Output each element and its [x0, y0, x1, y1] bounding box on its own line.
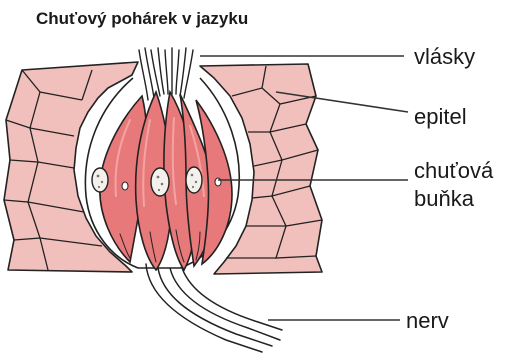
vesicle-1 [122, 182, 128, 190]
nucleus-1 [92, 168, 108, 192]
label-epithelium: epitel [414, 104, 467, 129]
label-taste-cell-line1: chuťová [414, 158, 494, 183]
nucleus-2 [151, 168, 169, 196]
nerve-fibers [146, 264, 282, 352]
label-nerve: nerv [406, 308, 449, 333]
label-hairs: vlásky [414, 44, 475, 69]
diagram-title: Chuťový pohárek v jazyku [36, 9, 248, 28]
nucleus-3 [186, 167, 202, 193]
label-taste-cell-line2: buňka [414, 186, 475, 211]
